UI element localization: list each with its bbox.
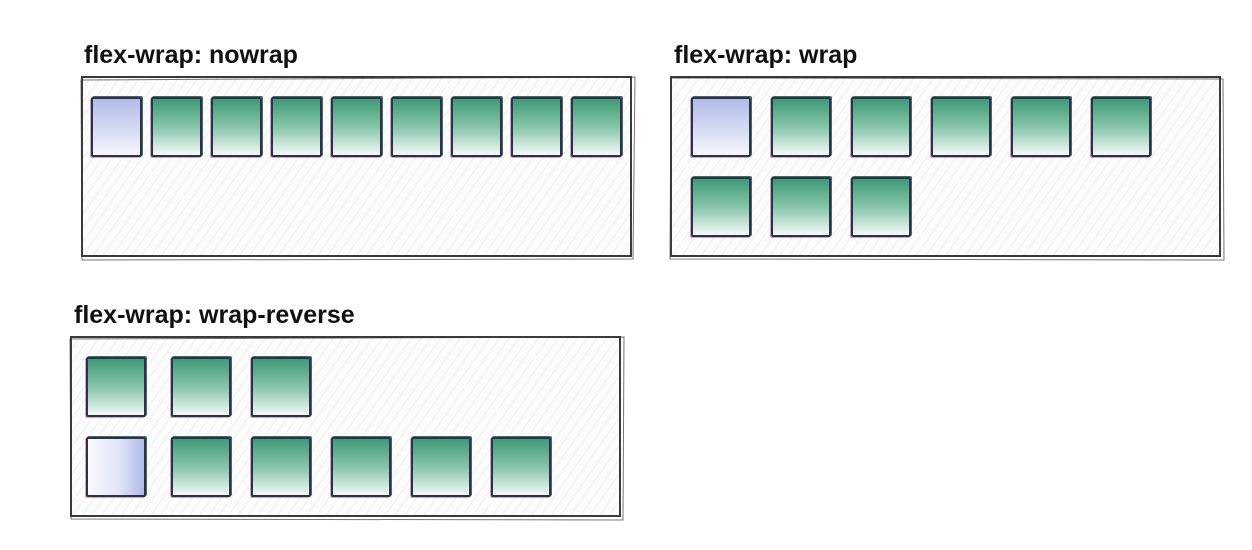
panel-title-wrap: flex-wrap: wrap [674, 41, 858, 69]
flex-item-9 [251, 357, 311, 417]
container-wrap [669, 76, 1225, 261]
panel-title-wrap-reverse: flex-wrap: wrap-reverse [74, 301, 355, 329]
flex-item-2 [171, 437, 231, 497]
flex-item-7 [86, 357, 146, 417]
flex-item-6 [1091, 97, 1151, 157]
flex-item-3 [251, 437, 311, 497]
flex-item-5 [1011, 97, 1071, 157]
container-nowrap [80, 76, 636, 261]
flex-item-5 [331, 97, 382, 157]
flex-item-2 [771, 97, 831, 157]
flex-item-9 [851, 177, 911, 237]
flex-item-6 [491, 437, 551, 497]
flex-item-4 [331, 437, 391, 497]
flex-item-1 [91, 97, 142, 157]
panel-title-nowrap: flex-wrap: nowrap [84, 41, 298, 69]
flex-item-9 [571, 97, 622, 157]
flex-item-3 [211, 97, 262, 157]
flex-item-7 [451, 97, 502, 157]
flex-item-2 [151, 97, 202, 157]
container-wrap-reverse [69, 336, 625, 521]
flex-item-6 [391, 97, 442, 157]
flex-item-8 [771, 177, 831, 237]
flex-item-1 [691, 97, 751, 157]
flex-item-3 [851, 97, 911, 157]
flex-item-4 [931, 97, 991, 157]
flex-item-5 [411, 437, 471, 497]
flex-item-4 [271, 97, 322, 157]
flex-item-7 [691, 177, 751, 237]
flex-item-1 [86, 437, 146, 497]
flex-item-8 [171, 357, 231, 417]
flex-item-8 [511, 97, 562, 157]
